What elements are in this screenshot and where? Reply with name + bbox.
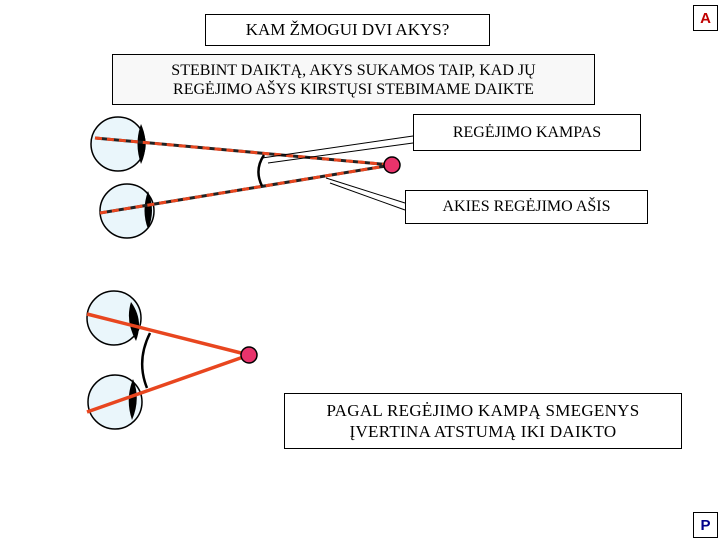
subtitle-line-1: STEBINT DAIKTĄ, AKYS SUKAMOS TAIP, KAD J… <box>171 61 535 80</box>
near-object-dot <box>241 347 257 363</box>
vision-angle-label-box: REGĖJIMO KAMPAS <box>413 114 641 151</box>
eye-ball <box>91 117 145 171</box>
subtitle-line-2: REGĖJIMO AŠYS KIRSTŲSI STEBIMAME DAIKTE <box>173 80 534 99</box>
top-left-eye <box>91 117 146 171</box>
near-upper-eye <box>87 291 141 345</box>
conclusion-line-1: PAGAL REGĖJIMO KAMPĄ SMEGENYS <box>326 400 639 421</box>
conclusion-line-2: ĮVERTINA ATSTUMĄ IKI DAIKTO <box>350 421 617 442</box>
far-object-dot <box>384 157 400 173</box>
subtitle-box: STEBINT DAIKTĄ, AKYS SUKAMOS TAIP, KAD J… <box>112 54 595 105</box>
next-button[interactable]: P <box>693 512 718 538</box>
page-title: KAM ŽMOGUI DVI AKYS? <box>246 20 450 40</box>
vision-angle-arc <box>258 155 264 186</box>
title-box: KAM ŽMOGUI DVI AKYS? <box>205 14 490 46</box>
near-vision-angle-arc <box>142 333 150 388</box>
conclusion-box: PAGAL REGĖJIMO KAMPĄ SMEGENYS ĮVERTINA A… <box>284 393 682 449</box>
visual-axis-label-box: AKIES REGĖJIMO AŠIS <box>405 190 648 224</box>
back-button[interactable]: A <box>693 5 718 31</box>
vision-angle-label: REGĖJIMO KAMPAS <box>453 124 601 142</box>
pointer-to-axis-label <box>326 178 405 210</box>
visual-axis-label: AKIES REGĖJIMO AŠIS <box>442 198 610 216</box>
